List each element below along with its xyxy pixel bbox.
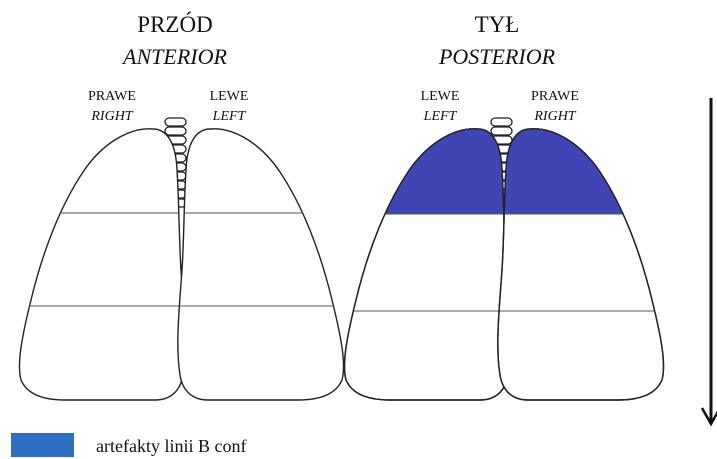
anterior-title: PRZÓD — [137, 11, 212, 37]
down-arrow-icon — [702, 98, 717, 424]
posterior-right-lung — [480, 100, 710, 400]
legend-label: artefakty linii B conf — [96, 436, 246, 456]
posterior-title-en: POSTERIOR — [438, 44, 556, 69]
posterior-side-a-label: LEWE — [421, 89, 460, 104]
posterior-side-a-label-en: LEFT — [423, 109, 458, 124]
anterior-side-a-label: PRAWE — [88, 89, 136, 104]
posterior-title: TYŁ — [475, 12, 520, 37]
legend-swatch — [11, 433, 74, 457]
posterior-side-b-label: PRAWE — [531, 89, 579, 104]
posterior-right-upper-zone — [480, 100, 710, 214]
posterior-panel: TYŁ POSTERIOR LEWE LEFT PRAWE RIGHT — [300, 12, 710, 400]
anterior-side-b-label: LEWE — [210, 89, 249, 104]
posterior-side-b-label-en: RIGHT — [533, 109, 576, 124]
anterior-title-en: ANTERIOR — [121, 44, 227, 69]
legend: artefakty linii B conf — [11, 433, 246, 457]
anterior-side-a-label-en: RIGHT — [90, 109, 133, 124]
anterior-side-b-label-en: LEFT — [212, 109, 247, 124]
